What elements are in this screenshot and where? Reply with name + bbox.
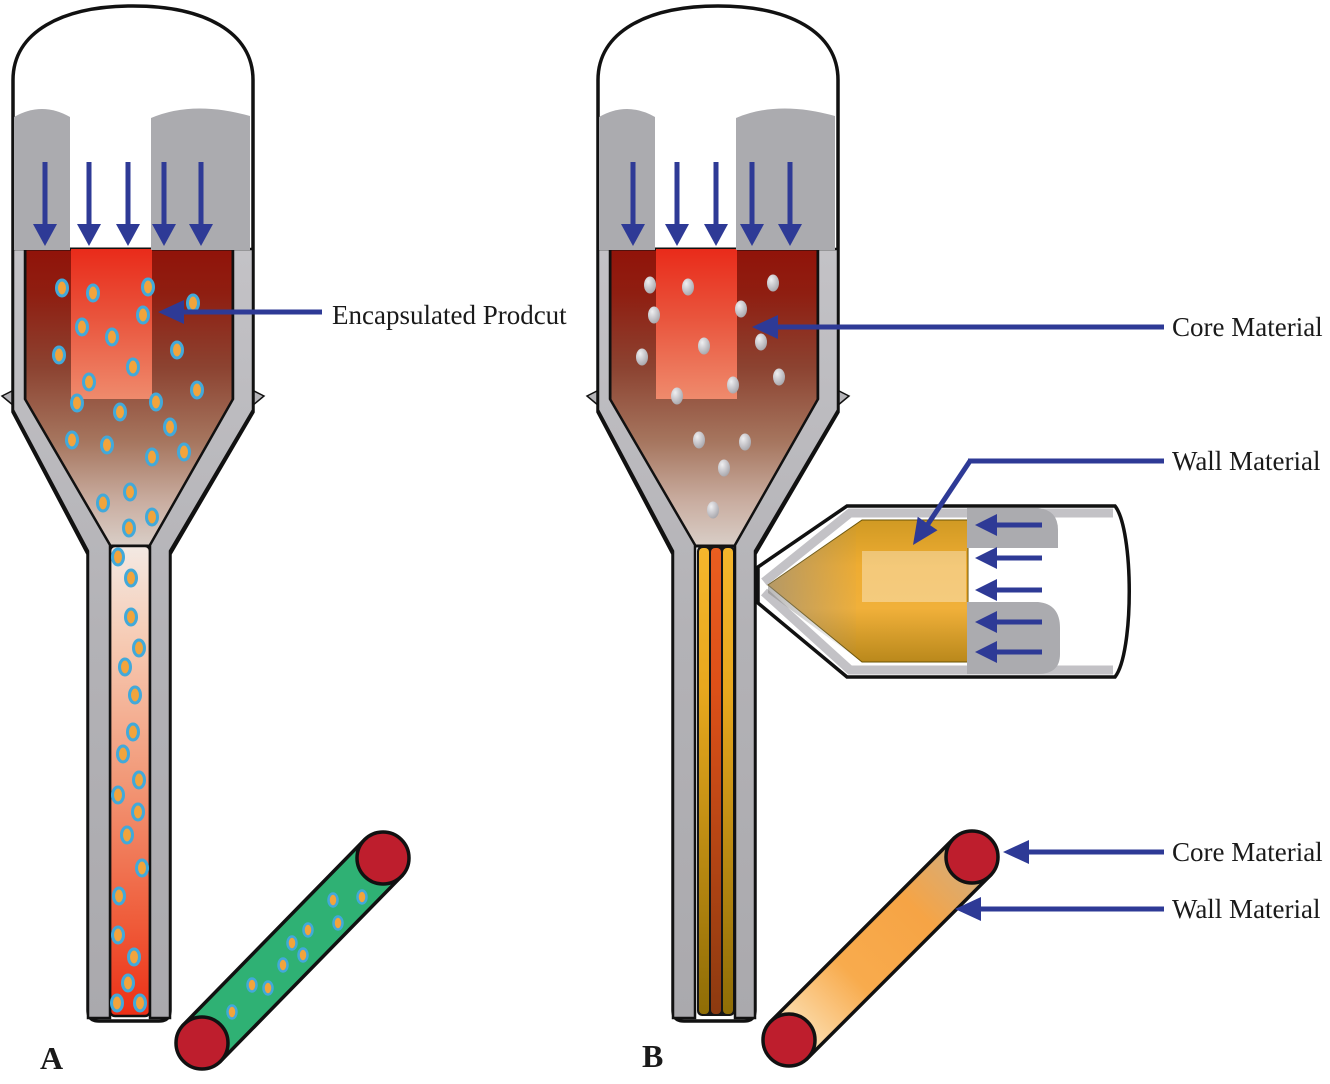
funnel-walls-a (11, 247, 255, 1020)
down-arrow-icon (704, 162, 728, 246)
pressure-arrows-b (621, 162, 802, 246)
fiber-end-cap (174, 1015, 230, 1071)
down-arrow-icon (116, 162, 140, 246)
side-syringe-wall-material (756, 504, 1131, 679)
extruded-fiber-b (761, 829, 1000, 1068)
left-arrow-icon (975, 514, 1042, 536)
down-arrow-icon (33, 162, 57, 246)
leader-core-material-bottom (1003, 840, 1164, 864)
pressure-arrows-a (33, 162, 213, 246)
label-wall-material-top: Wall Material (1172, 446, 1321, 476)
wall-material-tip-shade (768, 524, 856, 658)
left-arrow-icon (975, 579, 1042, 601)
syringe-apparatus-b (596, 4, 840, 1023)
syringe-apparatus-a (11, 4, 255, 1023)
leader-wall-material-top (913, 458, 1164, 545)
down-arrow-icon (621, 162, 645, 246)
fiber-end-cap (355, 830, 411, 886)
wall-material-arrows (975, 514, 1042, 663)
down-arrow-icon (77, 162, 101, 246)
leader-encapsulated-product (158, 300, 322, 324)
down-arrow-icon (778, 162, 802, 246)
label-core-material-bottom: Core Material (1172, 837, 1323, 867)
leader-wall-material-bottom (955, 897, 1164, 921)
encapsulated-particles-a (52, 277, 204, 1013)
plunger-b (599, 108, 835, 251)
fiber-end-cap (761, 1012, 817, 1068)
down-arrow-icon (665, 162, 689, 246)
panel-b-label: B (642, 1038, 664, 1074)
leader-arrows (158, 300, 1164, 921)
chamber-highlight-b (656, 249, 737, 399)
label-wall-material-bottom: Wall Material (1172, 894, 1321, 924)
left-arrow-icon (975, 641, 1042, 663)
down-arrow-icon (152, 162, 176, 246)
extruded-fiber-a (174, 830, 411, 1071)
left-arrow-icon (975, 547, 1042, 569)
wall-material-highlight (862, 551, 966, 602)
fiber-end-cap (944, 829, 1000, 885)
core-droplets-b (636, 274, 785, 519)
coaxial-capillary-b (697, 546, 735, 1016)
leader-core-material-top (752, 315, 1164, 339)
down-arrow-icon (740, 162, 764, 246)
down-arrow-icon (189, 162, 213, 246)
fiber-particles-a (226, 889, 368, 1020)
left-arrow-icon (975, 611, 1042, 633)
funnel-walls-b (596, 247, 840, 1020)
panel-a-label: A (40, 1040, 64, 1076)
label-encapsulated-product: Encapsulated Prodcut (332, 300, 567, 330)
label-core-material-top: Core Material (1172, 312, 1323, 342)
